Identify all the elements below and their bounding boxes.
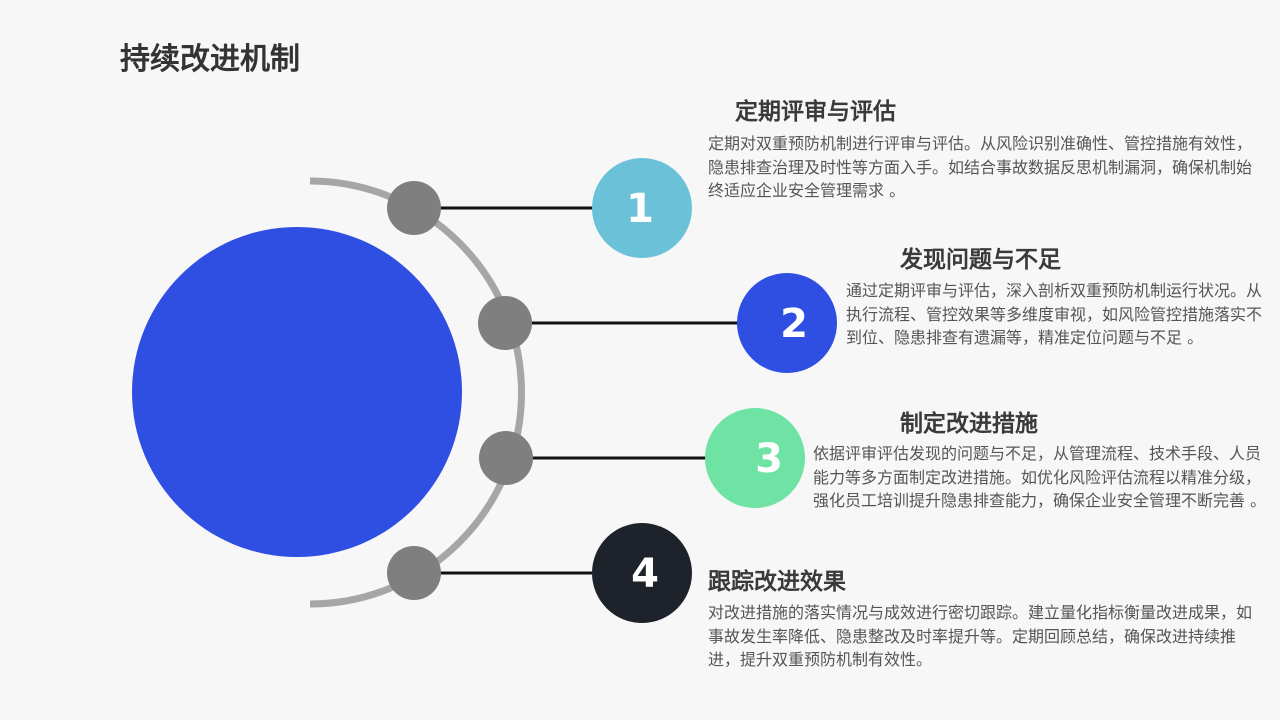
step-number-4: 4 [631, 551, 659, 597]
arc-node-1 [387, 181, 441, 235]
step-heading-1: 定期评审与评估 [735, 99, 896, 125]
step-description-4: 对改进措施的落实情况与成效进行密切跟踪。建立量化指标衡量改进成果，如事故发生率降… [708, 603, 1253, 669]
step-description-1: 定期对双重预防机制进行评审与评估。从风险识别准确性、管控措施有效性，隐患排查治理… [708, 134, 1253, 200]
center-circle [132, 227, 462, 557]
step-number-1: 1 [626, 186, 654, 232]
page-title: 持续改进机制 [120, 42, 300, 77]
step-circle-3 [705, 408, 805, 508]
arc-node-3 [479, 431, 533, 485]
step-number-2: 2 [780, 301, 808, 347]
arc-node-4 [387, 546, 441, 600]
arc-node-2 [478, 296, 532, 350]
step-description-3: 依据评审评估发现的问题与不足，从管理流程、技术手段、人员能力等多方面制定改进措施… [813, 444, 1267, 510]
step-description-2: 通过定期评审与评估，深入剖析双重预防机制运行状况。从执行流程、管控效果等多维度审… [846, 281, 1263, 347]
step-circle-4 [592, 523, 692, 623]
step-circle-2 [737, 273, 837, 373]
step-heading-4: 跟踪改进效果 [708, 569, 846, 595]
step-heading-2: 发现问题与不足 [900, 247, 1061, 273]
step-circle-1 [592, 158, 692, 258]
step-number-3: 3 [755, 436, 783, 482]
step-heading-3: 制定改进措施 [900, 411, 1038, 437]
